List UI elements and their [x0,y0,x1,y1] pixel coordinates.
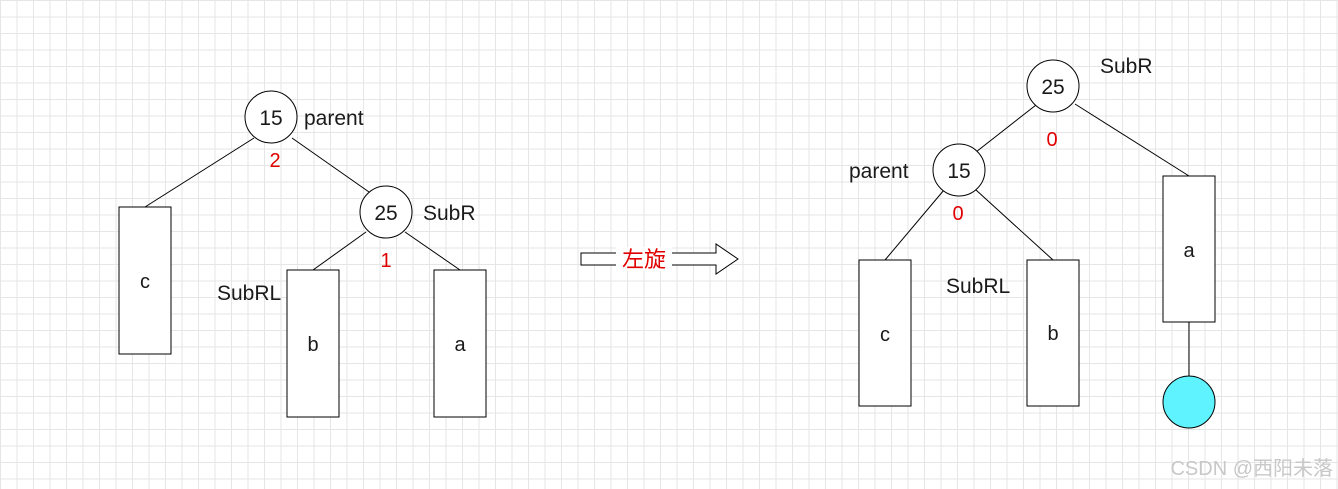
rotation-arrow: 左旋 [580,243,739,275]
subrl-label: SubRL [946,275,1010,298]
arrow-label: 左旋 [622,247,666,272]
subtree-a-box [1162,175,1216,323]
parent-name-label: parent [849,160,909,183]
edge-subr-to-b [312,231,367,271]
parent-name-label: parent [304,107,364,130]
before-tree: c b a 15 parent 2 25 SubR 1 SubRL [118,90,487,418]
subrl-label: SubRL [217,282,281,305]
subr-name-label: SubR [423,202,476,225]
edge-parent-to-c [884,189,945,261]
subtree-b-label: b [307,334,318,356]
arrow-label-bg [616,247,672,271]
parent-node [932,143,986,197]
subr-name-label: SubR [1100,55,1153,78]
edge-subr-to-a [1074,103,1190,177]
subr-node [359,185,413,239]
subr-node [1026,59,1080,113]
edge-subr-to-a [404,231,461,271]
subtree-a-label: a [454,334,466,356]
subtree-a-box [433,269,487,418]
new-inserted-node [1162,375,1216,429]
edge-parent-to-b [975,189,1054,261]
edge-parent-to-c [144,137,255,208]
subtree-b-label: b [1047,323,1058,345]
subtree-c-label: c [140,271,150,293]
parent-balance-factor: 0 [952,203,963,225]
subtree-c-box [118,206,172,355]
subtree-c-box [858,259,912,407]
subr-node-value: 25 [374,202,397,225]
parent-node-value: 15 [259,107,282,130]
subtree-b-box [286,269,340,418]
watermark-text: CSDN @西阳未落 [1170,457,1333,480]
subtree-a-label: a [1183,240,1195,262]
edge-parent-to-subr [291,137,370,193]
edge-subr-to-parent [975,104,1037,153]
after-tree: c b a 25 SubR 0 15 parent 0 SubRL [849,55,1216,429]
subtree-b-box [1026,259,1080,407]
parent-balance-factor: 2 [269,150,280,172]
parent-node-value: 15 [947,160,970,183]
subr-node-value: 25 [1041,76,1064,99]
subr-balance-factor: 0 [1046,129,1057,151]
subr-balance-factor: 1 [380,250,391,272]
parent-node [244,90,298,144]
subtree-c-label: c [880,324,890,346]
